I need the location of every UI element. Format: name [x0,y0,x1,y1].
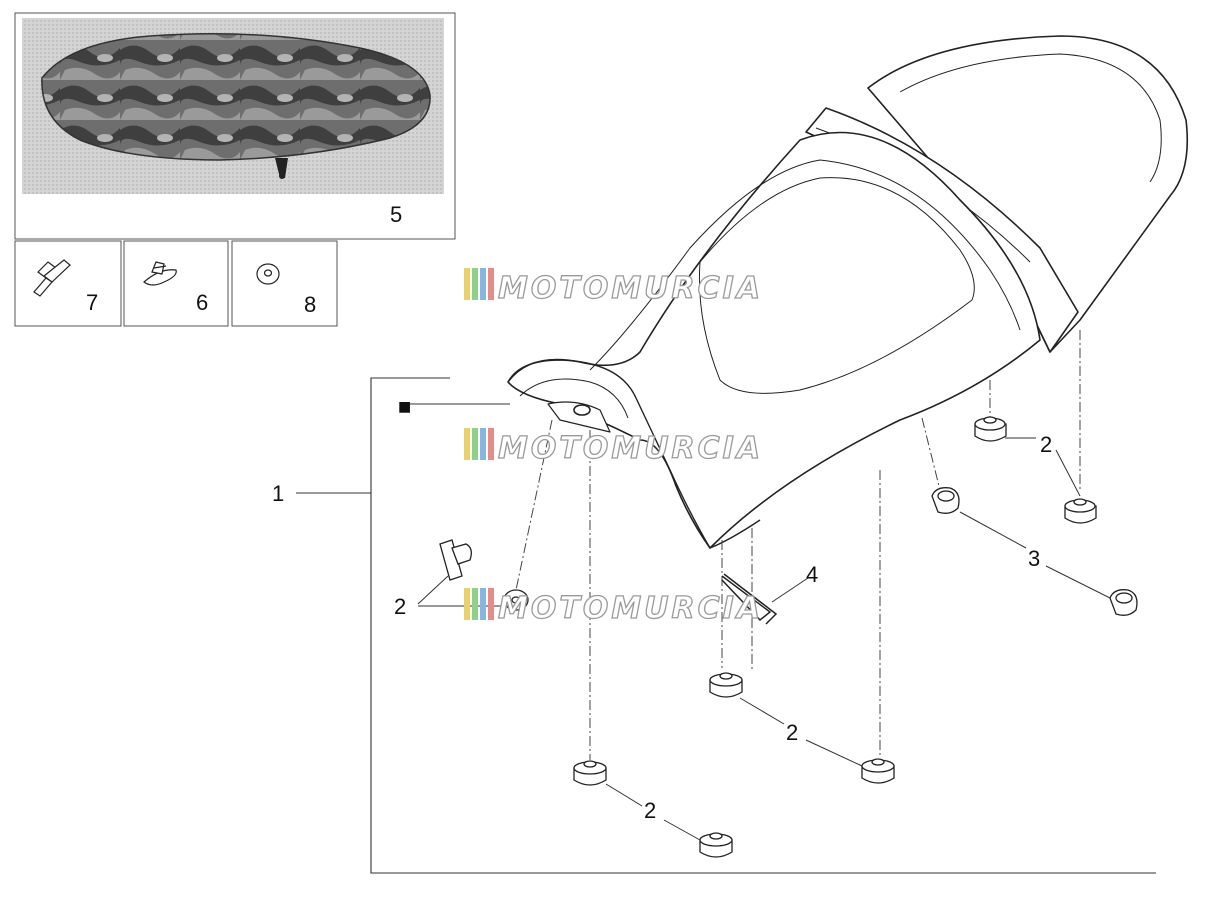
callout-3: 3 [1028,546,1040,571]
callout-2-middle: 2 [786,720,798,745]
clip-icon [143,261,177,286]
legend-marker: ■ [398,399,411,415]
nut [1109,589,1138,616]
callout-2-left: 2 [394,594,406,619]
grommet [974,416,1007,442]
accessory-clip-panel: 6 [123,240,229,327]
accessory-bolt-panel: 7 [14,240,122,327]
seat-cover-photo [41,32,431,179]
grommet [709,672,743,698]
grommet [861,758,895,784]
grommet [1064,498,1097,524]
accessory-washer-panel: 8 [231,240,338,327]
callout-2-bottom: 2 [644,798,656,823]
callout-8: 8 [304,292,316,317]
grommet [573,760,607,786]
callout-4: 4 [806,562,818,587]
washer-icon [256,263,280,285]
watermark-text: MOTOMURCIA [498,591,763,626]
callout-7: 7 [86,290,98,315]
grommet [699,832,733,858]
nut [931,487,960,514]
callout-5: 5 [390,202,402,227]
accessory-cover-panel: 5 [14,12,456,240]
callout-2-rear: 2 [1040,432,1052,457]
seat-illustration [507,35,1189,549]
watermark-bottom: MOTOMURCIA [464,588,763,627]
watermark-text: MOTOMURCIA [498,431,763,466]
bolt-icon [33,259,71,297]
leader-lines [417,437,1111,841]
watermark-top: MOTOMURCIA [464,268,763,307]
key-part [721,573,778,625]
washer-part [503,589,529,611]
callout-1: 1 [272,481,284,506]
watermark-middle: MOTOMURCIA [464,428,763,467]
assembly-bracket [296,377,1156,874]
watermark-text: MOTOMURCIA [498,271,763,306]
assembly-lines [515,330,1081,760]
clip-part [439,539,472,581]
callout-6: 6 [196,290,208,315]
